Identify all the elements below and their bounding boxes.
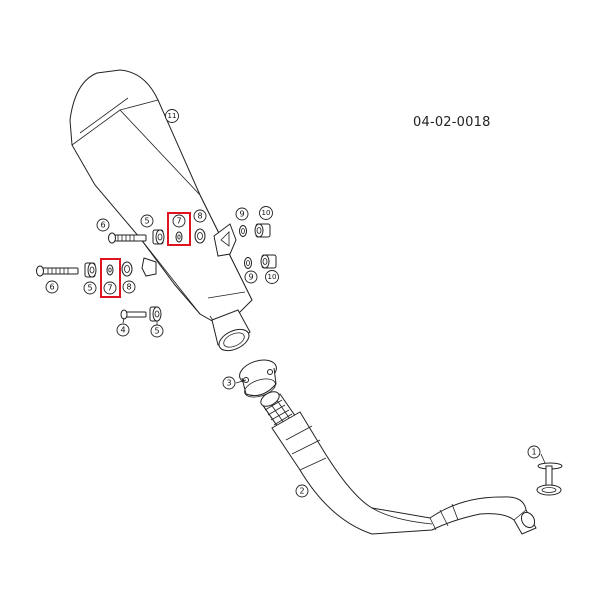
svg-text:6: 6 <box>49 283 54 292</box>
upper-nut-10 <box>254 223 271 238</box>
leader-lines <box>122 317 546 464</box>
svg-text:5: 5 <box>154 327 159 336</box>
flange-1 <box>536 462 563 496</box>
callout-8-lower: 8 <box>122 280 136 294</box>
svg-text:2: 2 <box>299 487 304 496</box>
lower-bolt <box>36 265 79 277</box>
svg-text:8: 8 <box>126 283 131 292</box>
svg-text:10: 10 <box>268 273 277 281</box>
upper-collar-5 <box>152 229 165 245</box>
svg-text:6: 6 <box>100 221 105 230</box>
callout-5-lower: 5 <box>83 281 97 295</box>
svg-text:5: 5 <box>144 217 149 226</box>
upper-grommet-8 <box>194 228 206 244</box>
svg-text:7: 7 <box>176 217 181 226</box>
upper-washer-9 <box>239 225 247 237</box>
svg-text:8: 8 <box>197 212 202 221</box>
header-pipe-2 <box>260 391 537 535</box>
svg-text:1: 1 <box>531 448 536 457</box>
callout-7-lower: 7 <box>103 281 117 295</box>
lower-washer-9 <box>244 257 252 269</box>
svg-text:10: 10 <box>262 209 271 217</box>
callout-10-upper: 10 <box>259 206 273 220</box>
diagram-code: 04-02-0018 <box>413 115 491 130</box>
svg-text:4: 4 <box>120 326 125 335</box>
upper-bolt <box>108 232 147 244</box>
lower-nut-10 <box>260 254 277 269</box>
highlight-box-upper-7 <box>167 212 191 246</box>
lower-grommet-8 <box>121 261 133 277</box>
callout-11: 11 <box>165 109 179 123</box>
svg-text:7: 7 <box>107 284 112 293</box>
callout-5-upper: 5 <box>140 214 154 228</box>
callout-3: 3 <box>222 376 236 390</box>
callout-1: 1 <box>527 445 541 459</box>
lower-collar-5 <box>84 262 97 278</box>
small-collar-5 <box>149 306 162 322</box>
callout-5-small: 5 <box>150 324 164 338</box>
lower-washer-7 <box>106 264 114 276</box>
callout-6-upper: 6 <box>96 218 110 232</box>
callout-4: 4 <box>116 323 130 337</box>
svg-text:5: 5 <box>87 284 92 293</box>
callout-8-upper: 8 <box>193 209 207 223</box>
callout-2: 2 <box>295 484 309 498</box>
svg-text:9: 9 <box>248 273 253 282</box>
svg-text:9: 9 <box>239 210 244 219</box>
callout-7-upper: 7 <box>172 214 186 228</box>
callout-9-lower: 9 <box>244 270 258 284</box>
muffler-part <box>69 69 253 352</box>
gasket-ring-3 <box>239 359 277 398</box>
callout-9-upper: 9 <box>235 207 249 221</box>
small-bolt-4 <box>120 309 147 320</box>
svg-text:3: 3 <box>226 379 231 388</box>
callout-6-lower: 6 <box>45 280 59 294</box>
upper-washer-7 <box>175 231 183 243</box>
svg-text:11: 11 <box>168 112 177 120</box>
callout-10-lower: 10 <box>265 270 279 284</box>
highlight-box-lower-7 <box>100 258 121 298</box>
